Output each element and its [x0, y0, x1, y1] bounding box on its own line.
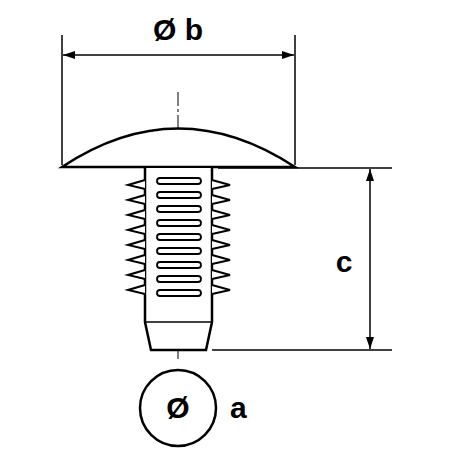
dimension-label: Ø b	[153, 15, 203, 45]
clip-fin	[212, 270, 230, 279]
clip-slot	[157, 276, 201, 282]
clip-fin	[128, 180, 145, 189]
clip-slot	[157, 192, 201, 198]
clip-tip-edge	[145, 321, 212, 323]
clip-slots	[157, 178, 201, 296]
circle-outline	[140, 370, 216, 446]
clip-fin	[212, 195, 230, 204]
clip-fin	[128, 240, 145, 249]
diameter-circle: Øa	[138, 368, 218, 448]
clip-fin	[128, 255, 145, 264]
clip-slot	[157, 178, 201, 184]
clip-fin	[212, 240, 230, 249]
clip-fins	[128, 180, 230, 294]
clip-head	[62, 129, 295, 168]
clip-fin	[128, 195, 145, 204]
clip-slot	[157, 248, 201, 254]
clip-fin	[212, 285, 230, 294]
clip-fin	[212, 225, 230, 234]
diameter-symbol: Ø	[166, 393, 189, 423]
dimension-line	[63, 54, 294, 56]
clip-fin	[128, 270, 145, 279]
extension-line	[61, 35, 63, 165]
clip-fin	[128, 225, 145, 234]
clip-slot	[157, 206, 201, 212]
clip-fin	[212, 210, 230, 219]
clip-slot	[157, 220, 201, 226]
extension-line	[212, 349, 392, 351]
dimension-letter: a	[230, 393, 247, 423]
dimension-line	[369, 169, 371, 349]
clip-shank	[145, 168, 212, 350]
extension-line	[294, 35, 296, 165]
clip-fin	[128, 210, 145, 219]
clip-fin	[212, 180, 230, 189]
clip-slot	[157, 290, 201, 296]
clip-slot	[157, 262, 201, 268]
dimension-label: c	[336, 247, 353, 277]
clip-fin	[128, 285, 145, 294]
clip-fin	[212, 255, 230, 264]
clip-slot	[157, 234, 201, 240]
